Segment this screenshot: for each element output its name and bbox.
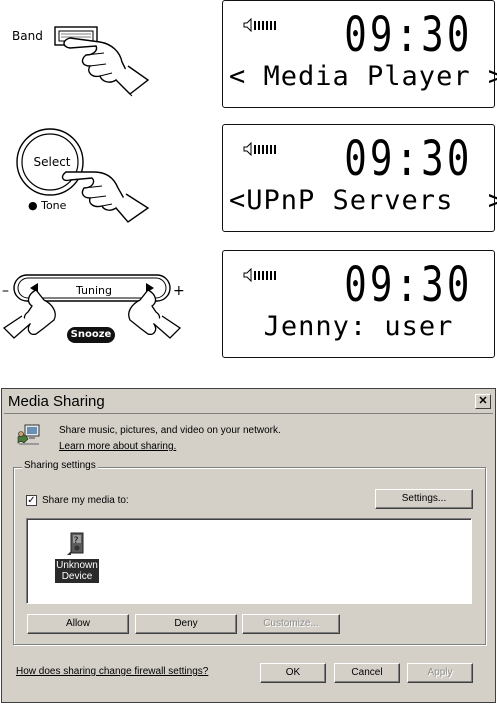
device-label-line1: Unknown	[56, 560, 98, 571]
tuning-plus-label: +	[173, 283, 185, 299]
svg-text:?: ?	[74, 536, 79, 546]
tone-label: ● Tone	[28, 199, 67, 212]
cancel-button[interactable]: Cancel	[334, 663, 400, 683]
band-button-hand-icon[interactable]	[0, 0, 215, 112]
band-step: Band 09:30 < Media Player >	[0, 0, 497, 112]
tuning-control-illustration: – + Tuning Snooze	[0, 250, 215, 362]
device-label-line2: Device	[61, 571, 93, 582]
allow-button[interactable]: Allow	[27, 614, 129, 634]
dialog-title: Media Sharing	[8, 393, 105, 410]
tuning-step: – + Tuning Snooze 09:30 Jenny: user	[0, 250, 497, 362]
volume-icon	[243, 18, 276, 32]
volume-icon	[243, 268, 276, 282]
lcd-text-line: <UPnP Servers >	[229, 185, 497, 216]
select-control-illustration: Select ● Tone	[0, 122, 215, 234]
lcd-clock: 09:30	[343, 7, 472, 63]
settings-button[interactable]: Settings...	[375, 489, 473, 509]
sharing-settings-label: Sharing settings	[22, 460, 98, 471]
lcd-text-line: Jenny: user	[263, 311, 454, 342]
customize-button[interactable]: Customize...	[242, 614, 340, 634]
device-list[interactable]: ? Unknown Device	[26, 518, 472, 604]
intro-text: Share music, pictures, and video on your…	[59, 425, 281, 436]
unknown-device-icon: ?	[67, 532, 84, 555]
band-label: Band	[12, 29, 43, 43]
media-sharing-icon	[17, 424, 40, 445]
lcd-display: 09:30 <UPnP Servers >	[222, 124, 497, 232]
close-button[interactable]: ✕	[475, 394, 491, 409]
snooze-label: Snooze	[67, 327, 115, 343]
lcd-text-line: < Media Player >	[229, 61, 497, 92]
share-media-checkbox[interactable]: ✓	[26, 495, 37, 506]
title-divider	[4, 413, 493, 414]
media-sharing-dialog: Media Sharing ✕ Share music, pictures, a…	[1, 388, 496, 703]
ok-button[interactable]: OK	[260, 663, 326, 683]
select-button-hand-icon[interactable]	[0, 122, 215, 234]
lcd-clock: 09:30	[343, 257, 472, 313]
lcd-display: 09:30 Jenny: user	[222, 250, 495, 358]
learn-more-link[interactable]: Learn more about sharing.	[59, 441, 177, 452]
lcd-display: 09:30 < Media Player >	[222, 0, 497, 108]
share-media-label: Share my media to:	[42, 495, 129, 506]
apply-button[interactable]: Apply	[407, 663, 473, 683]
deny-button[interactable]: Deny	[135, 614, 237, 634]
volume-icon	[243, 142, 276, 156]
lcd-clock: 09:30	[343, 131, 472, 187]
select-label: Select	[33, 155, 71, 169]
select-step: Select ● Tone 09:30 <UPnP Servers >	[0, 122, 497, 234]
firewall-help-link[interactable]: How does sharing change firewall setting…	[16, 666, 209, 677]
sharing-settings-group: Sharing settings ✓ Share my media to: Se…	[13, 460, 486, 645]
dialog-titlebar[interactable]: Media Sharing ✕	[4, 391, 493, 413]
tuning-label: Tuning	[75, 284, 112, 297]
tuning-minus-label: –	[2, 283, 9, 299]
device-label: Unknown Device	[55, 559, 99, 583]
band-control-illustration: Band	[0, 0, 215, 112]
tuning-buttons-hands-icon[interactable]	[0, 250, 215, 362]
